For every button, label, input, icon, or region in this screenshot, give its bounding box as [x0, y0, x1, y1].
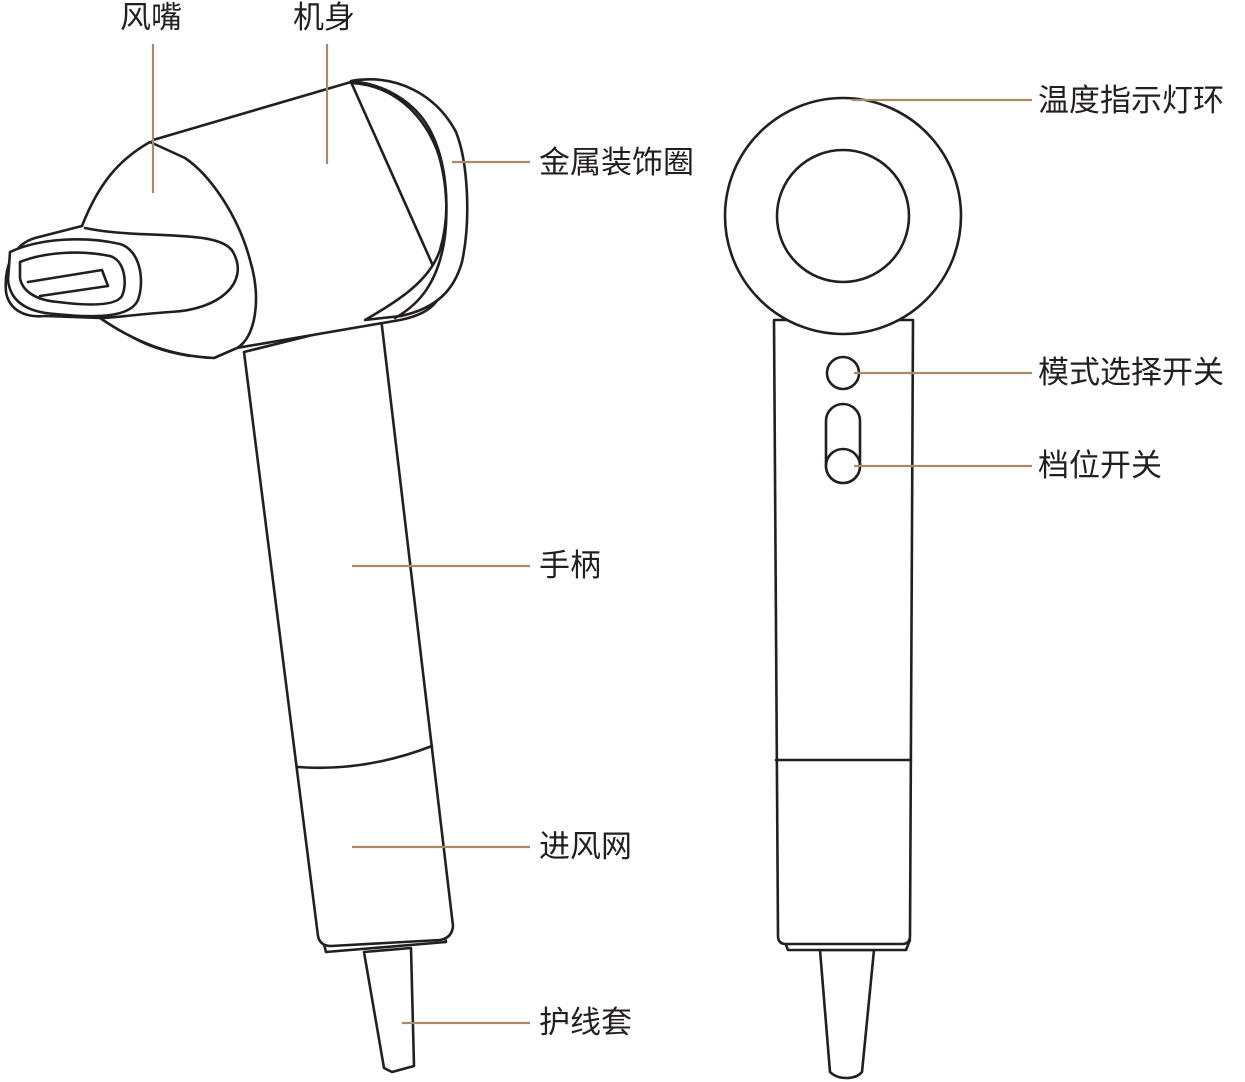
side-cable-sleeve — [362, 946, 416, 1074]
side-nozzle-outlet-inner — [18, 251, 126, 306]
front-handle — [772, 318, 915, 946]
label-mode-select-switch: 模式选择开关 — [1038, 355, 1224, 391]
label-nozzle: 风嘴 — [120, 0, 182, 36]
front-head-inner-disc — [775, 148, 911, 284]
side-trim-ring-inner — [349, 81, 448, 320]
label-metal-trim-ring: 金属装饰圈 — [539, 145, 694, 181]
leader-lines — [151, 44, 1032, 1025]
label-speed-switch: 档位开关 — [1038, 448, 1162, 484]
side-nozzle-shoulder — [83, 226, 240, 320]
side-handle — [242, 316, 455, 948]
side-view-dryer — [4, 78, 469, 1074]
front-cable-sleeve — [818, 948, 876, 1080]
front-view-dryer — [723, 96, 963, 1080]
label-cable-sleeve: 护线套 — [539, 1005, 632, 1041]
side-intake-band — [296, 744, 434, 770]
label-temperature-indicator-ring: 温度指示灯环 — [1038, 83, 1224, 119]
label-handle: 手柄 — [539, 548, 601, 584]
label-air-intake-mesh: 进风网 — [539, 829, 632, 865]
side-nozzle-vane — [26, 268, 110, 298]
label-body: 机身 — [293, 0, 355, 36]
side-trim-ring-outer — [349, 78, 469, 322]
